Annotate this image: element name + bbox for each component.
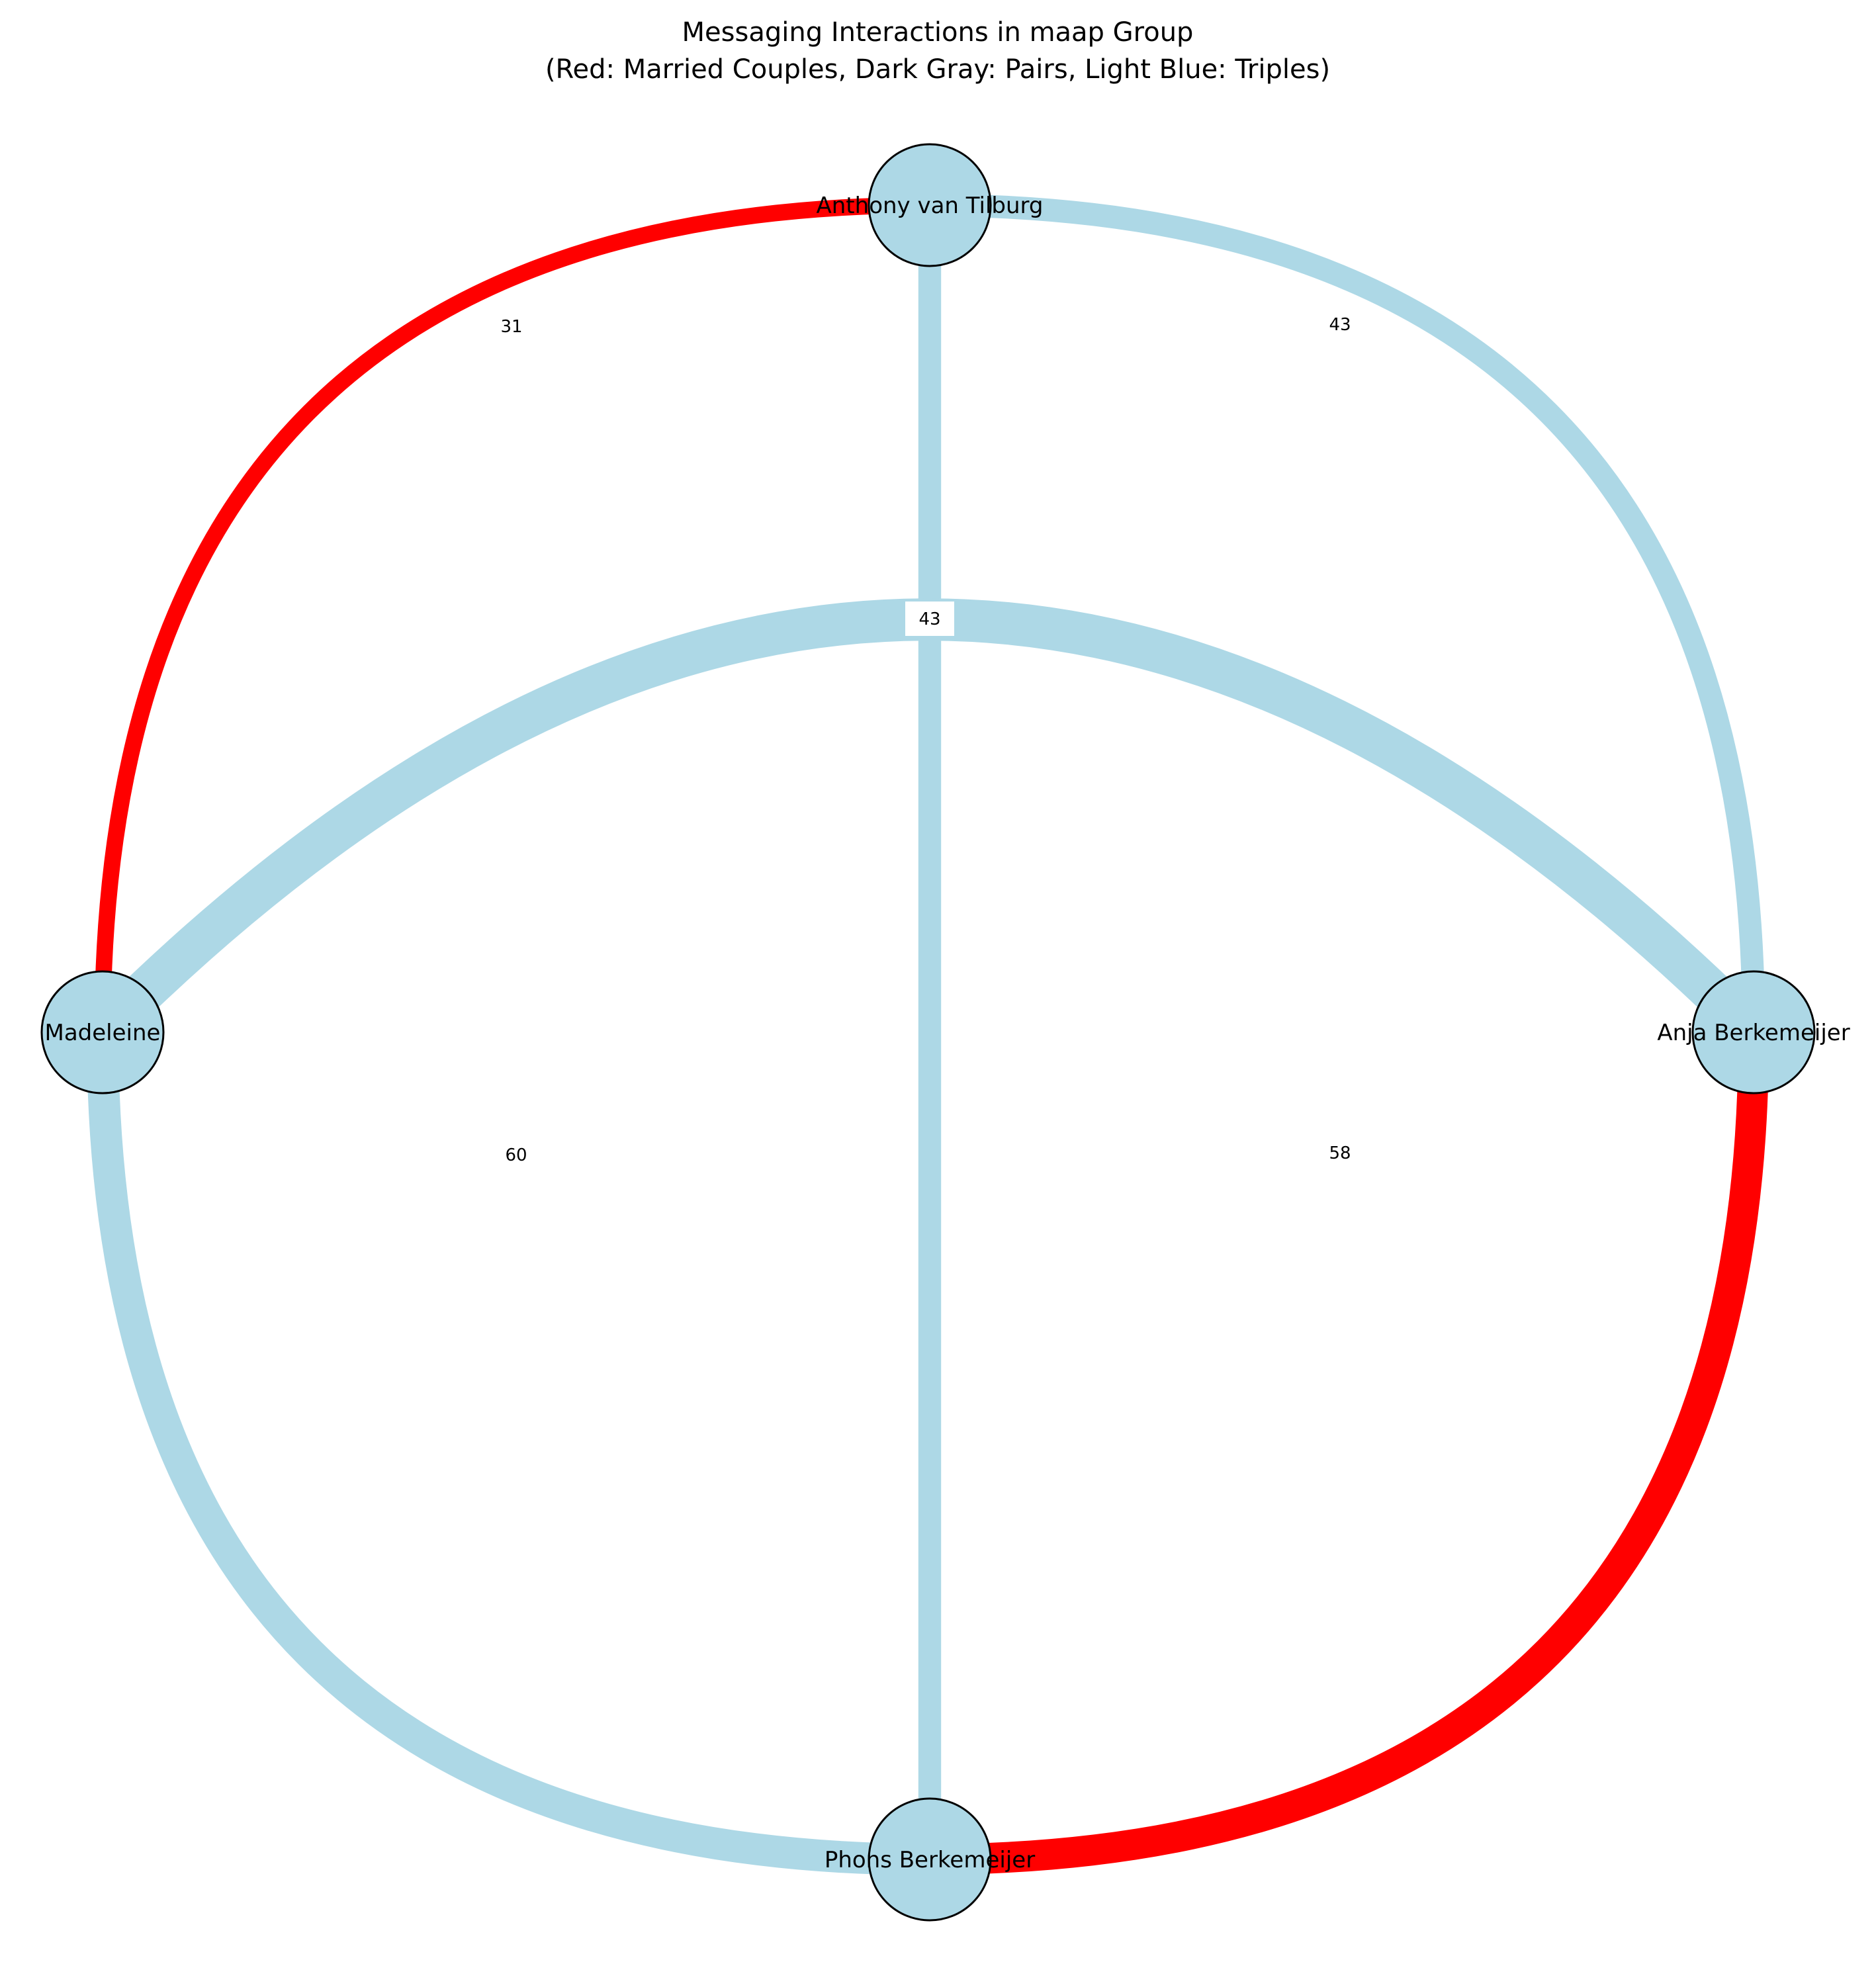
edge-label-box (1316, 307, 1364, 341)
edge-label-box (905, 602, 954, 636)
edge-label-text: 31 (500, 317, 522, 337)
node-anthony (868, 143, 992, 267)
edge-label-box (487, 309, 536, 343)
node-madeleine (40, 970, 165, 1094)
edge-label-box (1316, 1136, 1364, 1170)
edge-label-text: 43 (1329, 315, 1351, 335)
node-circle (868, 143, 992, 267)
edge-label-text: 60 (505, 1145, 527, 1165)
edge-label-anthony-phons: 43 (905, 602, 954, 636)
node-label-madeleine: Madeleine (45, 1020, 161, 1046)
node-label-anthony: Anthony van Tilburg (817, 193, 1044, 219)
edge-label-phons-anja: 58 (1316, 1136, 1364, 1170)
node-circle (868, 1797, 992, 1922)
node-label-anja: Anja Berkemeijer (1657, 1020, 1850, 1046)
node-label-phons: Phons Berkemeijer (825, 1847, 1035, 1873)
edge-label-box (492, 1137, 541, 1172)
edge-label-madeleine-anthony: 31 (487, 309, 536, 343)
title-line-2: (Red: Married Couples, Dark Gray: Pairs,… (545, 54, 1330, 85)
edge-label-madeleine-phons: 60 (492, 1137, 541, 1172)
edge-phons-anja (929, 1032, 1769, 1875)
edge-madeleine-anthony (94, 197, 930, 1033)
edge-anthony-anja (929, 193, 1765, 1033)
node-phons (868, 1797, 992, 1922)
edge-label-anthony-anja: 43 (1316, 307, 1364, 341)
nodes-layer (40, 143, 1816, 1922)
edge-label-text: 58 (1329, 1143, 1351, 1163)
title-line-1: Messaging Interactions in maap Group (682, 17, 1194, 48)
edges-layer (87, 193, 1769, 1875)
node-circle (1691, 970, 1816, 1094)
edge-madeleine-phons (87, 1032, 930, 1875)
node-circle (40, 970, 165, 1094)
node-anja (1691, 970, 1816, 1094)
edge-label-text: 43 (918, 609, 940, 629)
